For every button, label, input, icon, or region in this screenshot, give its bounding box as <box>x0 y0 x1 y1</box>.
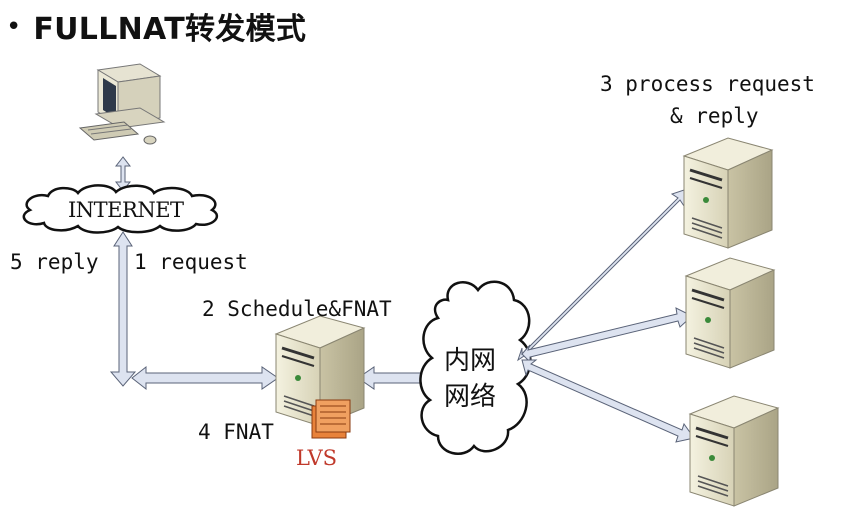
process-label-line1: 3 process request <box>600 72 815 96</box>
internet-lvs-horizontal-arrow <box>131 365 279 391</box>
intranet-cloud-icon <box>419 280 532 455</box>
title-text: FULLNAT转发模式 <box>33 12 307 47</box>
cloud-to-server2-arrow <box>521 307 693 364</box>
intranet-label-line1: 内网 <box>444 346 497 376</box>
request-label: 1 request <box>134 250 248 274</box>
real-server-3-icon <box>688 394 780 508</box>
internet-label: INTERNET <box>68 198 184 222</box>
intranet-label-line2: 网络 <box>444 382 497 412</box>
process-label-line2: & reply <box>670 104 759 128</box>
real-server-2-icon <box>684 256 776 370</box>
lvs-firewall-icon <box>311 399 351 439</box>
title-bullet: • <box>6 12 22 42</box>
client-pc-icon <box>78 63 166 145</box>
real-server-1-icon <box>682 136 774 250</box>
fnat-label: 4 FNAT <box>198 420 274 444</box>
schedule-label: 2 Schedule&FNAT <box>202 297 392 321</box>
internet-cloud-icon <box>22 184 219 234</box>
internet-lvs-vertical-arrow <box>109 231 137 387</box>
slide-title: • FULLNAT转发模式 <box>6 0 306 52</box>
reply-label: 5 reply <box>10 250 99 274</box>
cloud-to-server3-arrow <box>521 359 695 443</box>
lvs-label: LVS <box>296 446 338 470</box>
